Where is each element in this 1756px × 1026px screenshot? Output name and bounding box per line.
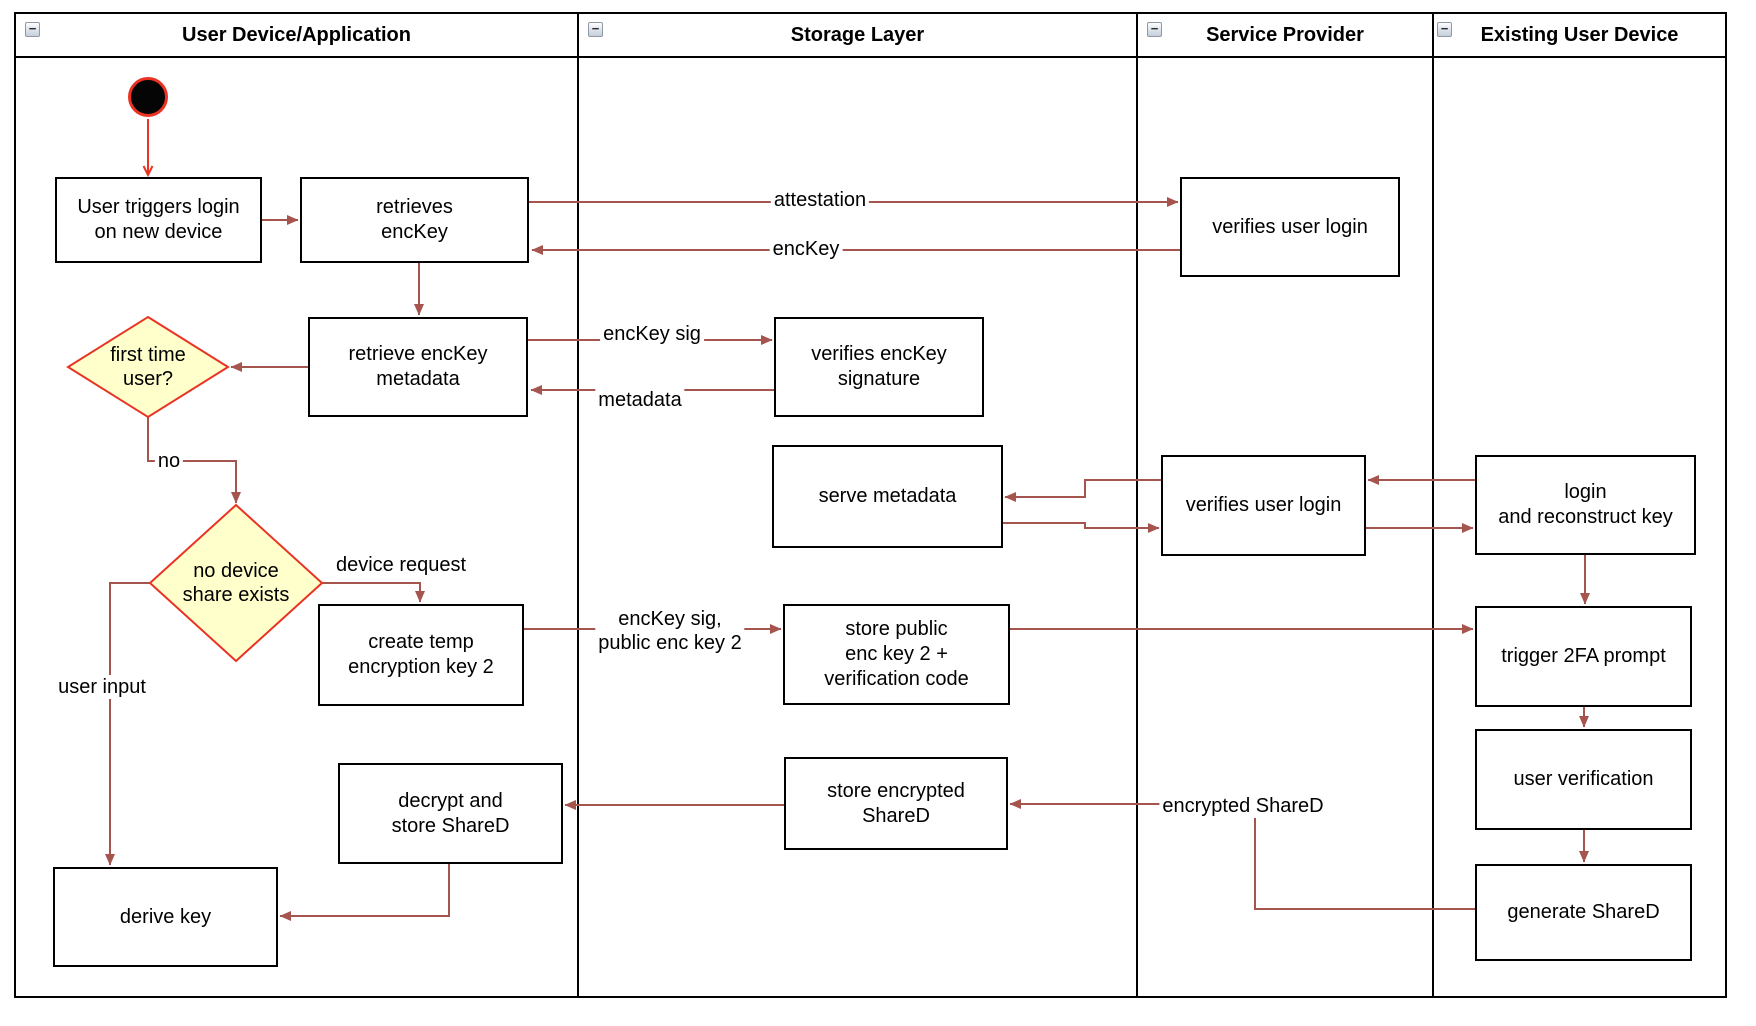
edge-user-input <box>105 582 150 866</box>
lane-header-user-device-application[interactable]: User Device/Application <box>15 13 578 57</box>
node-decrypt-store-shared[interactable]: decrypt and store ShareD <box>338 763 563 864</box>
lane-title: User Device/Application <box>182 23 411 46</box>
edge-label-no: no <box>154 449 184 473</box>
initial-node[interactable] <box>128 77 168 117</box>
node-store-encrypted-shared[interactable]: store encrypted ShareD <box>784 757 1008 850</box>
node-retrieve-enckey-metadata[interactable]: retrieve encKey metadata <box>308 317 528 417</box>
decision-first-time-user[interactable] <box>66 315 230 419</box>
node-create-temp-key[interactable]: create temp encryption key 2 <box>318 604 524 706</box>
node-user-triggers-login[interactable]: User triggers login on new device <box>55 177 262 263</box>
lane-title: Existing User Device <box>1480 23 1679 46</box>
node-serve-metadata[interactable]: serve metadata <box>772 445 1003 548</box>
edge-label-attestation: attestation <box>770 188 870 212</box>
swimlane-grid <box>14 12 1727 998</box>
edge-label-enckey-sig-public: encKey sig, public enc key 2 <box>595 607 745 655</box>
node-verifies-user-login-top[interactable]: verifies user login <box>1180 177 1400 277</box>
lane-header-service-provider[interactable]: Service Provider <box>1137 13 1433 57</box>
edge-decrypt-to-derive <box>279 864 450 921</box>
collapse-lane-icon[interactable]: − <box>1437 22 1452 37</box>
collapse-lane-icon[interactable]: − <box>588 22 603 37</box>
collapse-lane-icon[interactable]: − <box>25 22 40 37</box>
decision-no-device-share[interactable] <box>148 503 324 663</box>
edge-serve-to-verifies <box>1003 522 1160 533</box>
decision-label-no-device-share: no device share exists <box>182 560 290 606</box>
edge-label-metadata: metadata <box>595 388 685 412</box>
lane-title: Storage Layer <box>790 23 925 46</box>
node-verifies-enckey-signature[interactable]: verifies encKey signature <box>774 317 984 417</box>
edge-no-branch <box>147 417 241 504</box>
edge-verifies-to-serve <box>1004 479 1161 502</box>
lane-header-existing-user-device[interactable]: Existing User Device <box>1433 13 1726 57</box>
collapse-lane-icon[interactable]: − <box>1147 22 1162 37</box>
node-retrieves-enckey[interactable]: retrieves encKey <box>300 177 529 263</box>
edge-label-encrypted-shared: encrypted ShareD <box>1159 794 1327 818</box>
lane-header-storage-layer[interactable]: Storage Layer <box>578 13 1137 57</box>
decision-label-first-time-user: first time user? <box>110 344 186 390</box>
lane-title: Service Provider <box>1206 23 1364 46</box>
edge-label-user-input: user input <box>55 675 149 699</box>
node-store-public-key[interactable]: store public enc key 2 + verification co… <box>783 604 1010 705</box>
edge-label-enckey: encKey <box>769 237 843 261</box>
edge-device-request <box>322 582 425 603</box>
node-user-verification[interactable]: user verification <box>1475 729 1692 830</box>
node-derive-key[interactable]: derive key <box>53 867 278 967</box>
edge-label-enckey-sig: encKey sig <box>600 322 704 346</box>
node-login-reconstruct-key[interactable]: login and reconstruct key <box>1475 455 1696 555</box>
edge-encrypted-shared <box>1009 799 1475 910</box>
node-generate-shared[interactable]: generate ShareD <box>1475 864 1692 961</box>
edge-label-device-request: device request <box>332 553 470 577</box>
node-trigger-2fa-prompt[interactable]: trigger 2FA prompt <box>1475 606 1692 707</box>
node-verifies-user-login-mid[interactable]: verifies user login <box>1161 455 1366 556</box>
